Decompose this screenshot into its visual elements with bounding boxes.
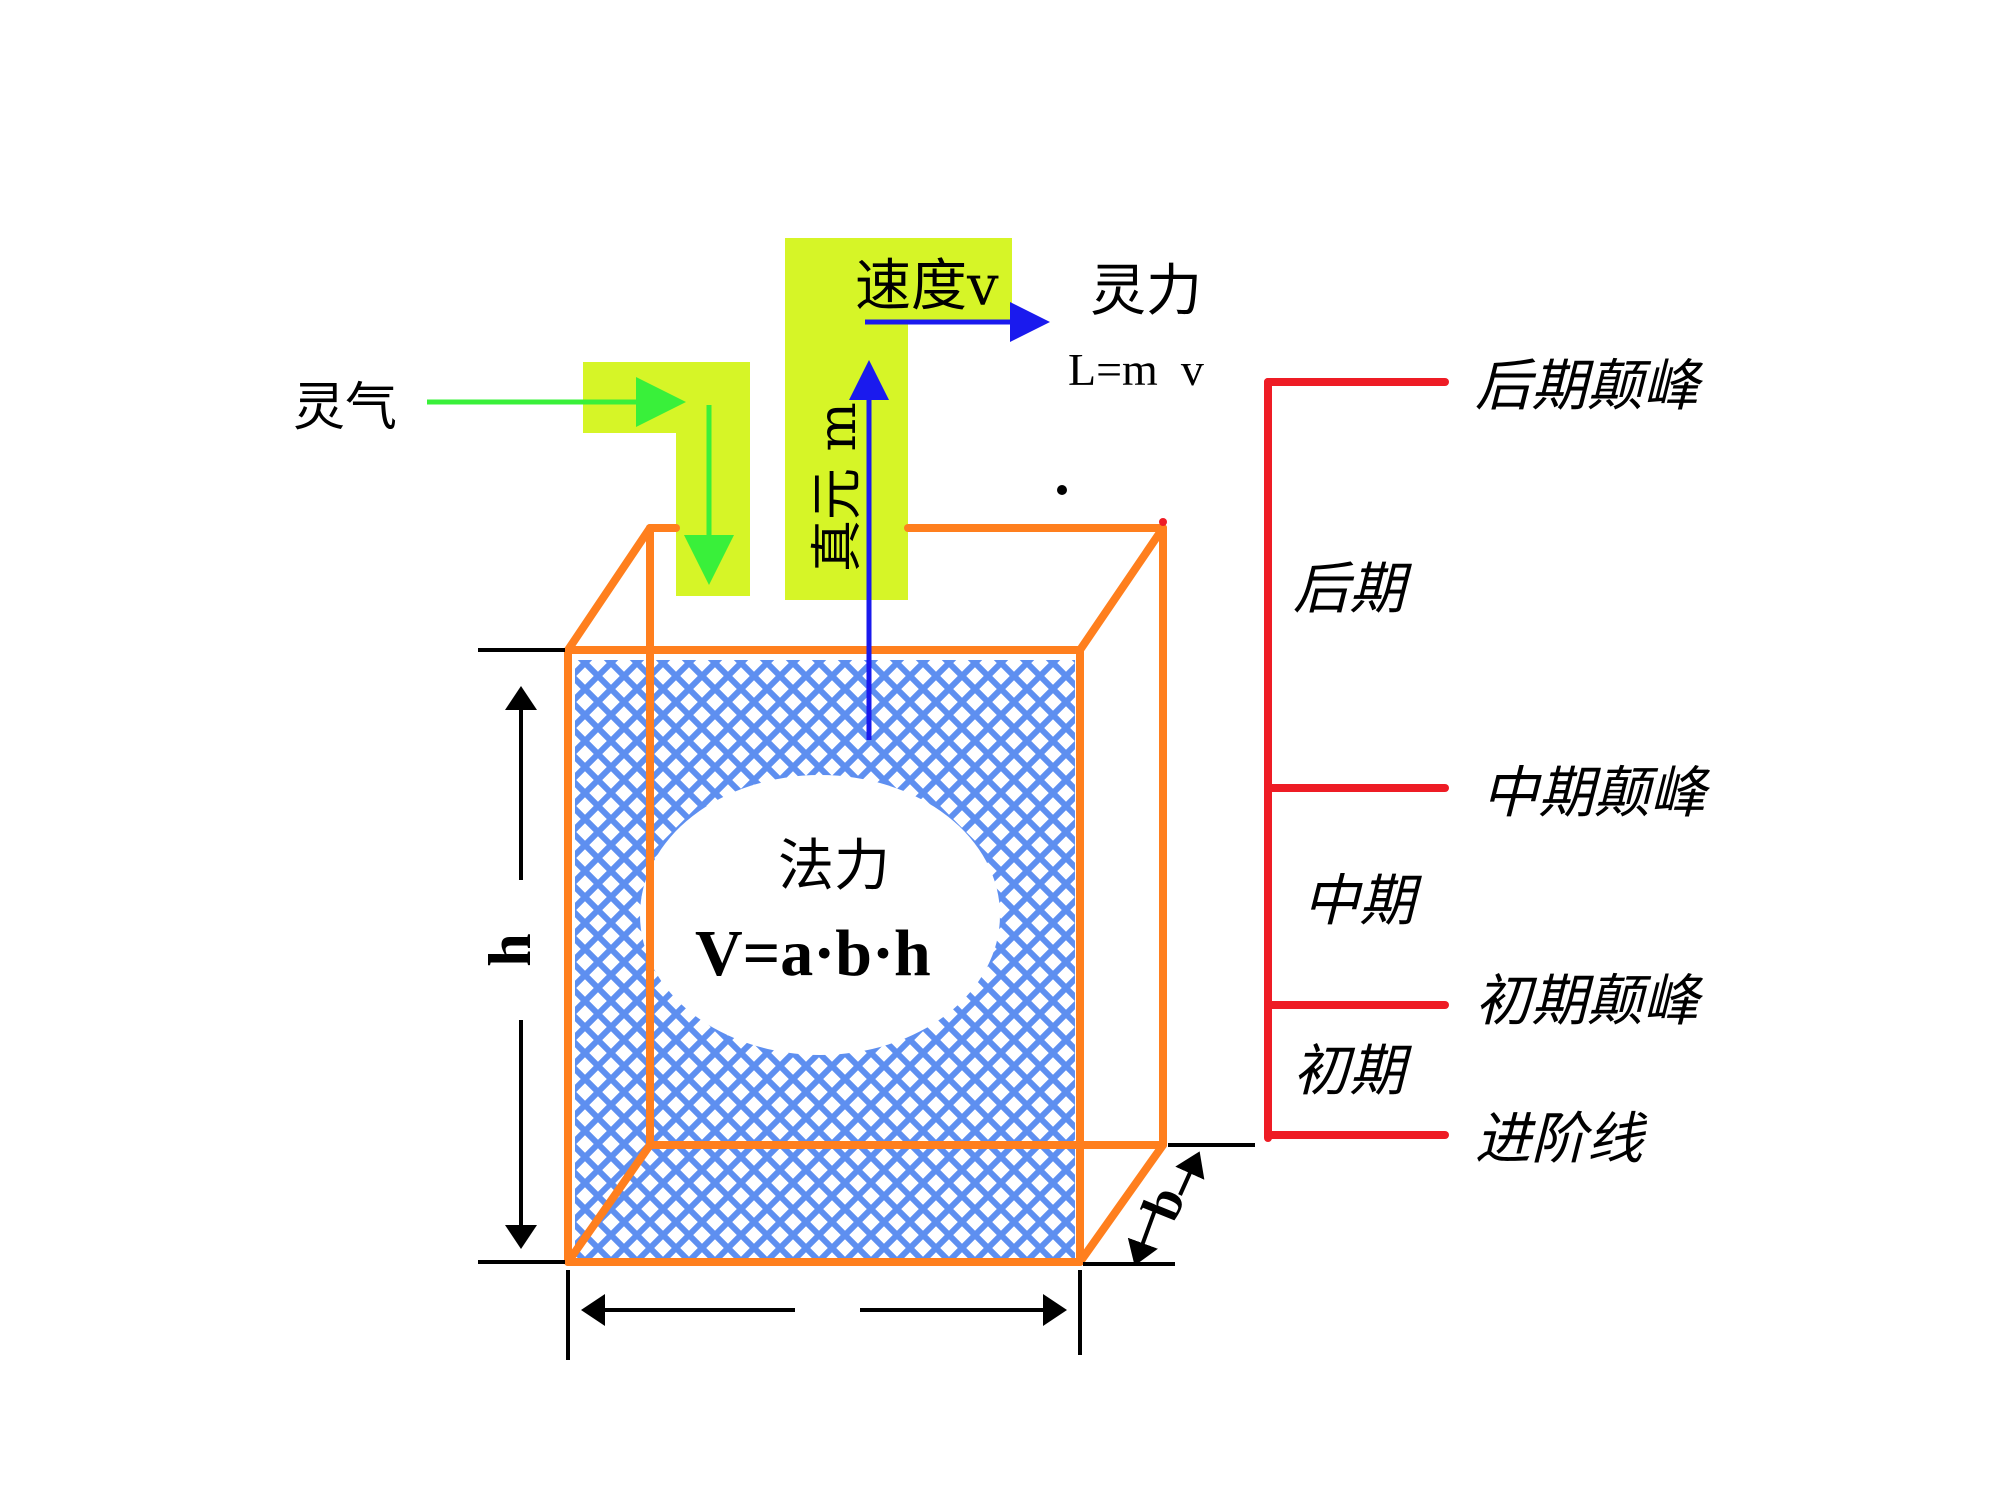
box-front-edges (564, 524, 1167, 1266)
phase-early: 初期 (1293, 1039, 1412, 1104)
depth-label: b (1130, 1178, 1197, 1228)
qi-pipe (583, 362, 750, 596)
phase-late: 后期 (1293, 557, 1412, 622)
fali-label: 法力 (778, 834, 890, 899)
stage-peak-mid: 中期颠峰 (1482, 761, 1711, 826)
stage-timeline (1264, 378, 1449, 1142)
phase-mid: 中期 (1303, 869, 1422, 934)
depth-arrow-up (1175, 1151, 1205, 1196)
stage-advance-line: 进阶线 (1475, 1107, 1648, 1172)
black-dot (1057, 485, 1067, 495)
zhenyuan-label: 真元 m (808, 402, 868, 572)
speed-label: 速度v (855, 254, 999, 319)
mana-pipe (785, 238, 1012, 600)
lingqi-label: 灵气 (293, 378, 397, 438)
height-label: h (477, 933, 543, 966)
mana-ellipse (640, 775, 1000, 1055)
lingli-formula: L=m v (1068, 344, 1204, 395)
mana-arrows (849, 302, 1050, 740)
red-dot (1159, 518, 1167, 526)
lingli-label: 灵力 (1090, 259, 1202, 324)
volume-formula: V=a·b·h (695, 917, 931, 990)
stage-peak-early: 初期颠峰 (1475, 969, 1704, 1034)
qi-arrows (427, 377, 734, 585)
depth-arrow-down (1127, 1209, 1158, 1266)
dimension-lines (478, 648, 1255, 1360)
stage-peak-late: 后期颠峰 (1475, 354, 1704, 419)
